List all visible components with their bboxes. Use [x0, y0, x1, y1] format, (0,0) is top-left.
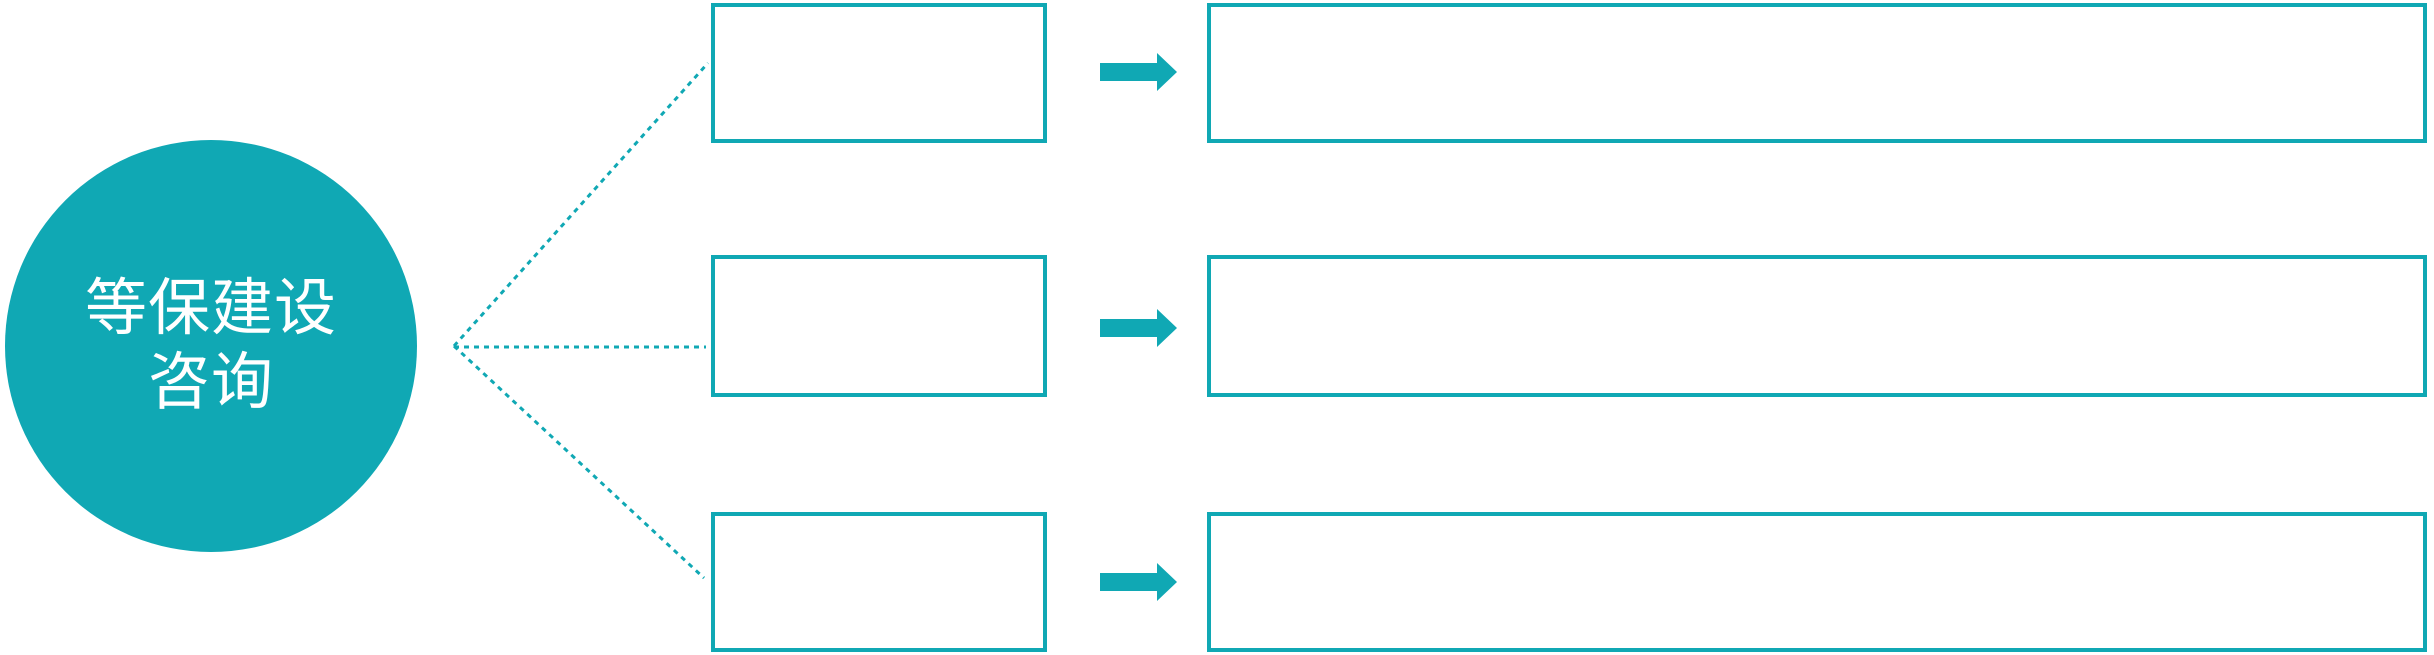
detail-box-3	[1207, 512, 2427, 652]
connector-line-bottom	[452, 344, 706, 580]
connector-line-top	[452, 61, 710, 348]
category-box-3	[711, 512, 1047, 652]
right-arrow-icon	[1100, 52, 1178, 92]
right-arrow-icon	[1100, 308, 1178, 348]
center-node-circle: 等保建设 咨询	[5, 140, 417, 552]
detail-box-1	[1207, 3, 2427, 143]
category-box-1	[711, 3, 1047, 143]
detail-box-2	[1207, 255, 2427, 397]
center-node-label-line2: 咨询	[147, 348, 274, 417]
center-node-label-line1: 等保建设	[84, 274, 337, 343]
right-arrow-icon	[1100, 562, 1178, 602]
category-box-2	[711, 255, 1047, 397]
